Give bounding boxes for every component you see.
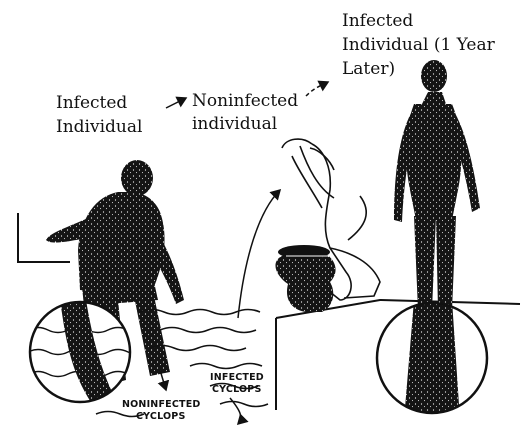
- arrow-water-to-drinker: [238, 190, 280, 318]
- arrow-noninfected-to-later: [306, 82, 328, 96]
- water-pot: [275, 245, 335, 312]
- label-infected-individual-l1: Infected: [56, 92, 127, 114]
- label-noninfected-individual-l1: Noninfected: [192, 90, 298, 112]
- label-noninfected-cyclops-l2: CYCLOPS: [136, 411, 185, 422]
- right-magnifier-circle: [377, 300, 487, 420]
- label-infected-cyclops-l1: INFECTED: [210, 372, 264, 383]
- label-infected-later-l2: Individual (1 Year: [342, 34, 495, 56]
- label-infected-individual-l2: Individual: [56, 116, 142, 138]
- label-infected-later-l1: Infected: [342, 10, 413, 32]
- label-noninfected-individual-l2: individual: [192, 113, 277, 135]
- label-infected-cyclops-l2: CYCLOPS: [212, 384, 261, 395]
- label-noninfected-cyclops-l1: NONINFECTED: [122, 399, 200, 410]
- standing-infected-figure: [394, 60, 480, 310]
- label-infected-later-l3: Later): [342, 58, 395, 80]
- left-magnifier-circle: [28, 300, 148, 404]
- arrow-infected-to-noninfected: [166, 98, 186, 108]
